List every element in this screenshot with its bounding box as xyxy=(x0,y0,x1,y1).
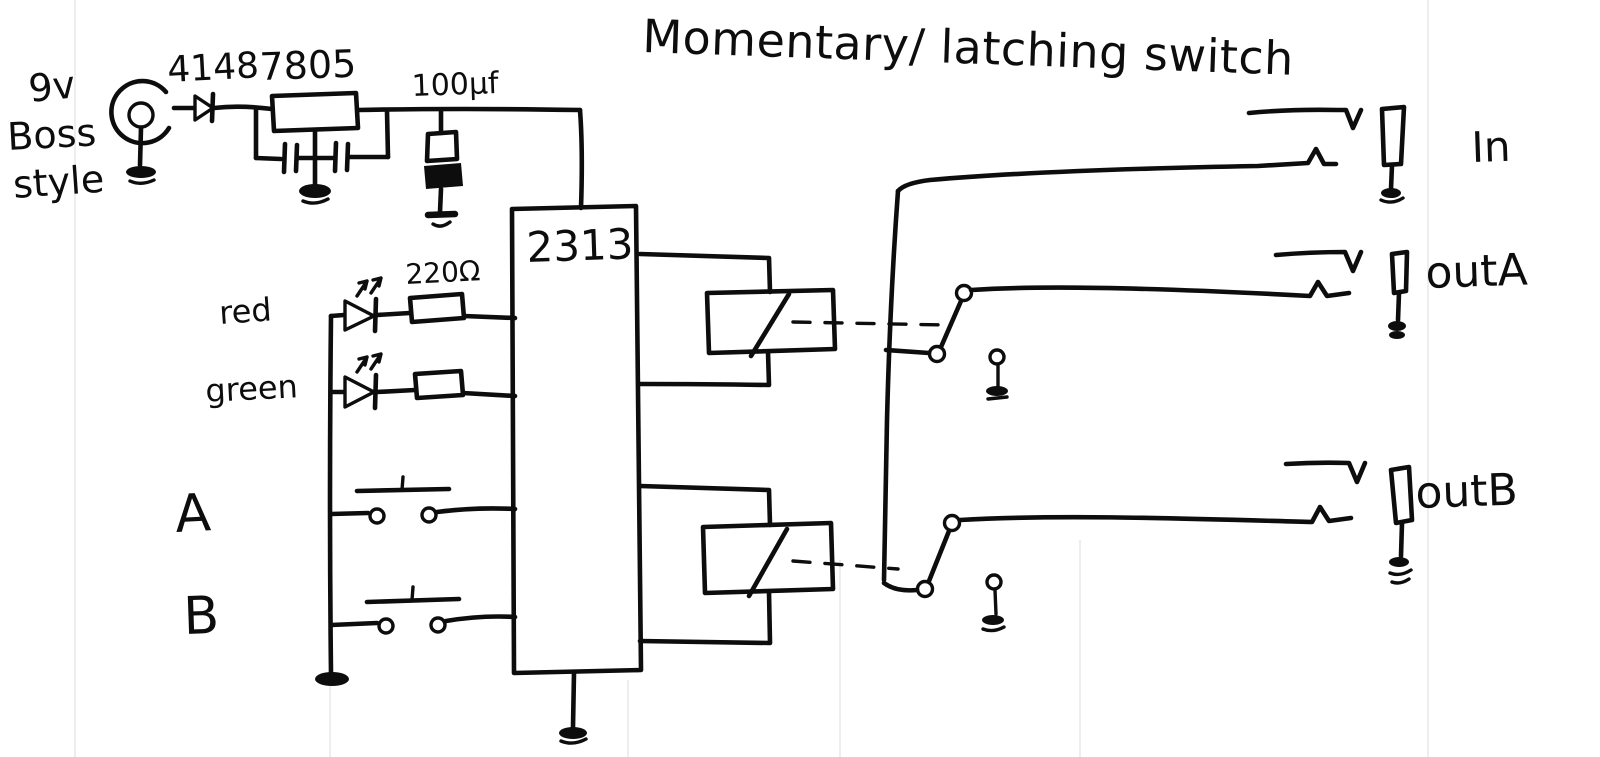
led-arrow-icon xyxy=(355,279,369,298)
ground-icon xyxy=(986,386,1008,396)
diode-label: 4148 xyxy=(166,45,260,91)
jack-tip-contact xyxy=(1246,107,1364,131)
capacitor-icon xyxy=(281,141,300,175)
jack-out-b: outB xyxy=(957,460,1519,585)
ground-icon xyxy=(1389,557,1409,567)
dc-power-jack xyxy=(109,78,172,185)
jack-out-b-label: outB xyxy=(1415,464,1519,519)
mcu-body xyxy=(509,203,644,676)
relay-slash-icon xyxy=(748,291,792,359)
contact-icon xyxy=(954,283,974,303)
diode-4148: 4148 xyxy=(166,45,275,124)
supply-rail xyxy=(355,106,585,211)
led-green-label: green xyxy=(204,367,298,410)
cap-stripe xyxy=(424,163,463,189)
switch-arm xyxy=(938,298,964,350)
pushbutton-b: B xyxy=(182,585,518,647)
led-arrow-icon xyxy=(369,352,383,371)
left-common-rail xyxy=(315,313,349,686)
pushbutton-b-label: B xyxy=(182,586,220,647)
mechanical-link xyxy=(791,559,900,571)
diode-symbol-icon xyxy=(193,94,215,122)
jack-barrel-icon xyxy=(109,78,172,146)
input-signal-rail xyxy=(881,146,1339,583)
relay-a-contacts xyxy=(883,283,1009,401)
contact-icon xyxy=(985,573,1003,591)
led-symbol-icon xyxy=(343,299,376,332)
jack-body xyxy=(1389,249,1410,296)
relay-coil-body xyxy=(700,520,836,596)
contact-icon xyxy=(915,579,935,599)
ground-icon xyxy=(424,210,459,219)
mcu-2313: 2313 xyxy=(509,203,644,745)
contact-icon xyxy=(927,344,947,364)
supply-note-line3: style xyxy=(12,157,106,207)
contact-icon xyxy=(377,617,395,635)
supply-note-line1: 9v xyxy=(26,62,77,111)
capacitor-icon xyxy=(332,140,351,174)
jack-body xyxy=(1388,464,1415,526)
pushbutton-a-label: A xyxy=(174,483,213,545)
regulator-label: 7805 xyxy=(259,42,357,89)
resistor-body xyxy=(407,291,467,325)
contact-icon xyxy=(429,616,447,634)
resistor-body xyxy=(412,368,466,401)
ground-icon xyxy=(559,727,587,739)
cap-body xyxy=(424,129,460,164)
relay-b xyxy=(637,483,900,646)
schematic-title: Momentary/ latching switch xyxy=(642,9,1295,86)
ground-icon xyxy=(1381,188,1401,198)
ground-icon xyxy=(126,166,156,178)
relay-b-contacts xyxy=(881,513,1006,633)
supply-note-line2: Boss xyxy=(6,110,97,159)
jack-tip-contact xyxy=(1273,249,1364,274)
resistor-label: 220Ω xyxy=(405,254,481,291)
jack-out-a-label: outA xyxy=(1425,244,1529,299)
ground-icon xyxy=(315,672,349,686)
jack-out-a: outA xyxy=(968,244,1529,339)
contact-icon xyxy=(988,348,1006,366)
jack-in: In xyxy=(1246,104,1512,204)
led-red-label: red xyxy=(218,290,273,332)
jack-tip-contact xyxy=(1283,460,1368,485)
regulator-7805: 7805 xyxy=(253,42,391,205)
switch-arm xyxy=(926,528,952,584)
ground-icon xyxy=(1388,321,1406,331)
relay-a xyxy=(637,251,947,388)
jack-pin-icon xyxy=(127,101,155,129)
contact-icon xyxy=(942,513,962,533)
led-red: red 220Ω xyxy=(218,254,518,334)
contact-icon xyxy=(420,506,438,524)
regulator-body xyxy=(269,90,361,134)
capacitor-label: 100μf xyxy=(411,66,501,104)
relay-slash-icon xyxy=(746,526,790,599)
smoothing-capacitor: 100μf xyxy=(411,66,501,228)
supply-note: 9v Boss style xyxy=(6,62,105,207)
ground-icon xyxy=(982,615,1004,625)
mcu-label: 2313 xyxy=(526,219,635,272)
ground-icon xyxy=(299,184,331,198)
led-arrow-icon xyxy=(355,355,369,374)
led-symbol-icon xyxy=(343,375,376,409)
mechanical-link xyxy=(791,320,947,327)
jack-in-label: In xyxy=(1471,122,1512,172)
jack-body xyxy=(1379,104,1407,168)
contact-icon xyxy=(368,507,386,525)
led-green: green xyxy=(204,352,518,411)
led-arrow-icon xyxy=(369,276,383,295)
relay-coil-body xyxy=(704,287,838,356)
pushbutton-a: A xyxy=(174,475,518,545)
